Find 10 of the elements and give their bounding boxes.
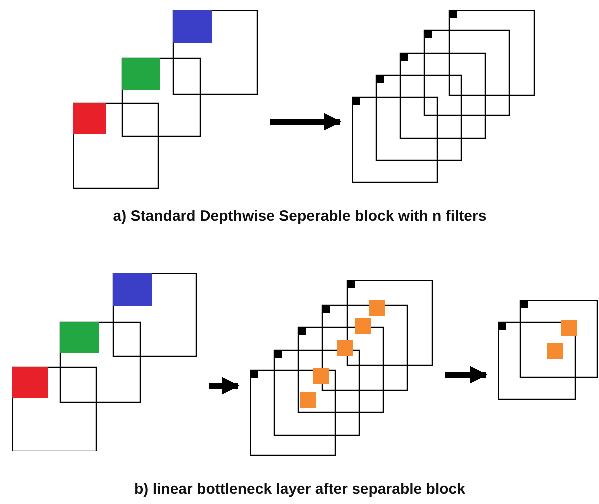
arrow — [445, 366, 488, 384]
input-channels-drawing — [73, 10, 258, 189]
caption: a) Standard Depthwise Seperable block with n filters — [113, 208, 487, 225]
bottleneck-layer-drawing — [498, 300, 598, 400]
caption: b) linear bottleneck layer after separable block — [134, 481, 466, 498]
filter-stack-drawing — [250, 280, 433, 456]
filter-stack-drawing — [352, 10, 535, 184]
arrow — [209, 377, 240, 395]
arrow — [270, 113, 342, 131]
input-channels-drawing — [12, 273, 197, 450]
